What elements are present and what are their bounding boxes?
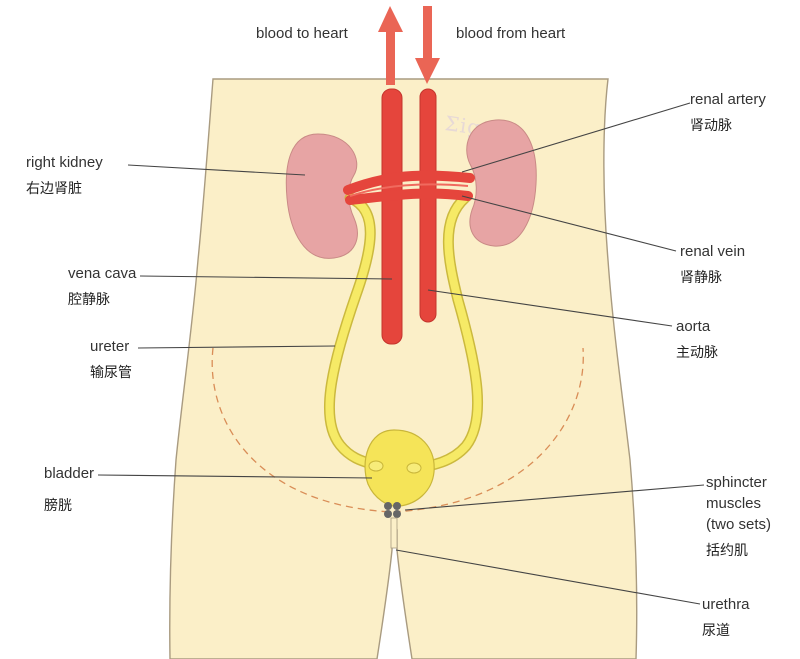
arrow-blood-from-heart xyxy=(415,6,440,84)
label-sphincter-line3: (two sets) xyxy=(706,516,771,533)
sphincter-muscles xyxy=(384,502,401,518)
leader-ureter xyxy=(137,345,336,349)
label-sphincter-line2: muscles xyxy=(706,495,761,512)
label-renal-artery: renal artery xyxy=(690,91,766,108)
left-kidney xyxy=(466,119,537,247)
arrow-blood-to-heart xyxy=(378,6,403,85)
leader-renal-artery xyxy=(461,102,691,173)
ureter-opening-left xyxy=(406,462,422,474)
blood-to-heart-label: blood to heart xyxy=(256,25,349,42)
ureters xyxy=(323,192,484,474)
label-vena-cava-cn: 腔静脉 xyxy=(68,292,110,308)
label-aorta-cn: 主动脉 xyxy=(676,345,718,361)
torso xyxy=(169,78,638,659)
label-urethra-cn: 尿道 xyxy=(702,623,730,639)
blood-from-heart-label: blood from heart xyxy=(456,25,566,42)
leader-right-kidney xyxy=(127,164,306,176)
leader-aorta xyxy=(427,289,673,327)
label-renal-artery-cn: 肾动脉 xyxy=(690,118,732,134)
pelvis-outline xyxy=(211,347,584,513)
label-ureter-cn: 输尿管 xyxy=(90,365,132,381)
label-bladder: bladder xyxy=(44,465,94,482)
leader-urethra xyxy=(395,549,701,605)
aorta xyxy=(419,88,437,323)
label-sphincter-cn: 括约肌 xyxy=(706,543,748,559)
leader-vena-cava xyxy=(139,275,393,280)
label-renal-vein: renal vein xyxy=(680,243,745,260)
urethra xyxy=(390,517,398,549)
label-aorta: aorta xyxy=(676,318,711,335)
leader-sphincter xyxy=(404,484,705,511)
label-bladder-cn: 膀胱 xyxy=(44,497,72,514)
ureter-opening-right xyxy=(368,460,384,472)
label-right-kidney: right kidney xyxy=(26,154,103,171)
label-ureter: ureter xyxy=(90,338,129,355)
label-urethra: urethra xyxy=(702,596,750,613)
label-renal-vein-cn: 肾静脉 xyxy=(680,270,722,286)
label-sphincter-line1: sphincter xyxy=(706,474,767,491)
right-kidney xyxy=(285,133,358,259)
renal-vessels xyxy=(343,170,475,205)
leader-renal-vein xyxy=(461,195,677,252)
label-right-kidney-cn: 右边肾脏 xyxy=(26,181,82,197)
label-vena-cava: vena cava xyxy=(68,265,137,282)
leader-bladder xyxy=(97,474,373,479)
vena-cava xyxy=(381,88,403,345)
